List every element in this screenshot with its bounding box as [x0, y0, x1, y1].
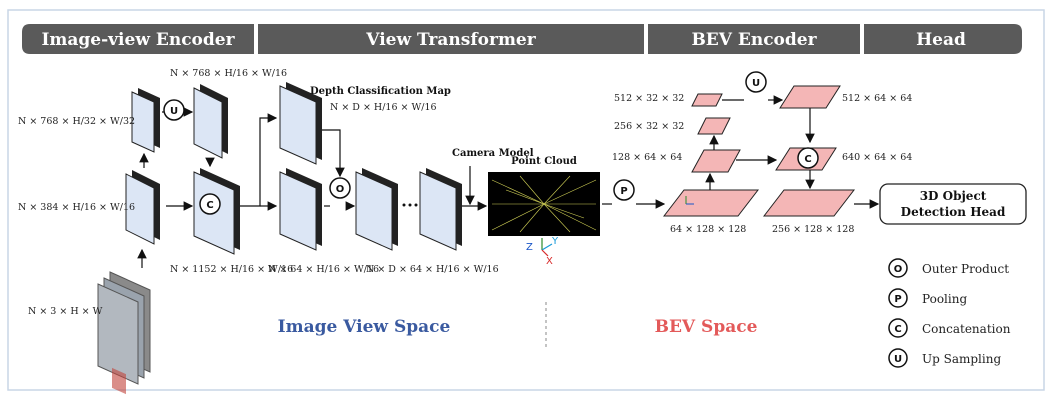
- bev-plane-2: [697, 117, 731, 135]
- axis-z: Z: [526, 242, 533, 253]
- op-circles: U C O P U C: [163, 71, 819, 215]
- pooling-op: [613, 179, 635, 201]
- legend-upsampling-label: Up Sampling: [922, 352, 1001, 366]
- concat-op-2-text: C: [804, 154, 811, 165]
- concat-op-1-text: C: [206, 200, 213, 211]
- axis-glyph: Z Y X: [526, 236, 559, 267]
- axis-x: X: [546, 256, 553, 267]
- label-point-cloud: Point Cloud: [511, 156, 577, 167]
- header-head-bg: [864, 24, 1022, 54]
- header-bar: Image-view Encoder View Transformer BEV …: [22, 24, 1022, 54]
- header-image-view-encoder: Image-view Encoder: [41, 30, 235, 50]
- label-depth-shape: N × D × H/16 × W/16: [330, 102, 437, 113]
- label-feat-32: N × 768 × H/32 × W/32: [18, 116, 135, 127]
- legend-concatenation-icon: [888, 318, 908, 338]
- label-bev-base: 64 × 128 × 128: [670, 224, 746, 235]
- legend-upsampling-sym: U: [894, 354, 902, 365]
- legend-concatenation-sym: C: [894, 324, 901, 335]
- feature-stack-up: [193, 84, 228, 159]
- header-bev-encoder: BEV Encoder: [691, 30, 817, 50]
- detection-head-line2: Detection Head: [901, 205, 1006, 219]
- legend-pooling-icon: [888, 288, 908, 308]
- upsample-op-2: [745, 71, 767, 93]
- legend-outer-product-label: Outer Product: [922, 262, 1009, 276]
- upsample-op-2-text: U: [752, 78, 760, 89]
- label-bev-2: 256 × 32 × 32: [614, 121, 684, 132]
- figure-border: [7, 9, 1045, 391]
- label-camera-model: Camera Model: [452, 148, 534, 159]
- image-view-space-label: Image View Space: [278, 317, 451, 337]
- feature-stack-cat: [193, 168, 240, 255]
- detection-head-box: [879, 183, 1027, 225]
- upsample-op-1-text: U: [170, 106, 178, 117]
- label-feat-up: N × 768 × H/16 × W/16: [170, 68, 287, 79]
- label-feat-cat: N × 1152 × H/16 × W/16: [170, 264, 293, 275]
- label-bev-cat: 640 × 64 × 64: [842, 152, 912, 163]
- bev-plane-up: [779, 85, 841, 109]
- input-image-stack: [97, 271, 151, 395]
- feature-stack-16a: [125, 170, 160, 245]
- label-input-shape: N × 3 × H × W: [28, 306, 103, 317]
- label-depth-title: Depth Classification Map: [310, 86, 451, 97]
- legend-concatenation-label: Concatenation: [922, 322, 1011, 336]
- point-cloud-image: [488, 172, 600, 236]
- depth-map-stack: [279, 82, 322, 165]
- label-bev-up: 512 × 64 × 64: [842, 93, 912, 104]
- flow-arrows: [137, 95, 880, 268]
- concat-op-1: [199, 193, 221, 215]
- header-image-view-bg: [22, 24, 254, 54]
- context-stack: [279, 168, 322, 251]
- outer-product-op: [329, 177, 351, 199]
- legend-pooling-label: Pooling: [922, 292, 967, 306]
- label-bev-3: 512 × 32 × 32: [614, 93, 684, 104]
- bev-space-label: BEV Space: [655, 317, 758, 337]
- detection-head-line1: 3D Object: [920, 189, 987, 203]
- label-bev-1: 128 × 64 × 64: [612, 152, 682, 163]
- header-bev-encoder-bg: [648, 24, 860, 54]
- concat-op-2: [797, 147, 819, 169]
- label-frustum: N × D × 64 × H/16 × W/16: [366, 264, 499, 275]
- bev-plane-out: [762, 189, 856, 217]
- legend-upsampling-icon: [888, 348, 908, 368]
- frustum-stack: [355, 168, 462, 251]
- upsample-op-1: [163, 99, 185, 121]
- header-view-transformer-bg: [258, 24, 644, 54]
- bev-plane-base: [662, 189, 760, 217]
- outer-product-op-text: O: [336, 184, 345, 195]
- legend: O Outer Product P Pooling C Concatenatio…: [888, 258, 1011, 368]
- bev-plane-1: [691, 149, 741, 173]
- label-context: N × 64 × H/16 × W/16: [268, 264, 379, 275]
- header-view-transformer: View Transformer: [365, 30, 536, 50]
- legend-pooling-sym: P: [894, 294, 901, 305]
- bev-planes: [662, 85, 856, 217]
- feature-stack-32: [131, 88, 160, 153]
- bev-plane-3: [691, 93, 723, 107]
- legend-outer-product-sym: O: [894, 264, 903, 275]
- axis-y: Y: [551, 236, 559, 247]
- pooling-op-text: P: [620, 186, 627, 197]
- label-bev-out: 256 × 128 × 128: [772, 224, 854, 235]
- header-head: Head: [916, 30, 966, 50]
- label-feat-16a: N × 384 × H/16 × W/16: [18, 202, 135, 213]
- legend-outer-product-icon: [888, 258, 908, 278]
